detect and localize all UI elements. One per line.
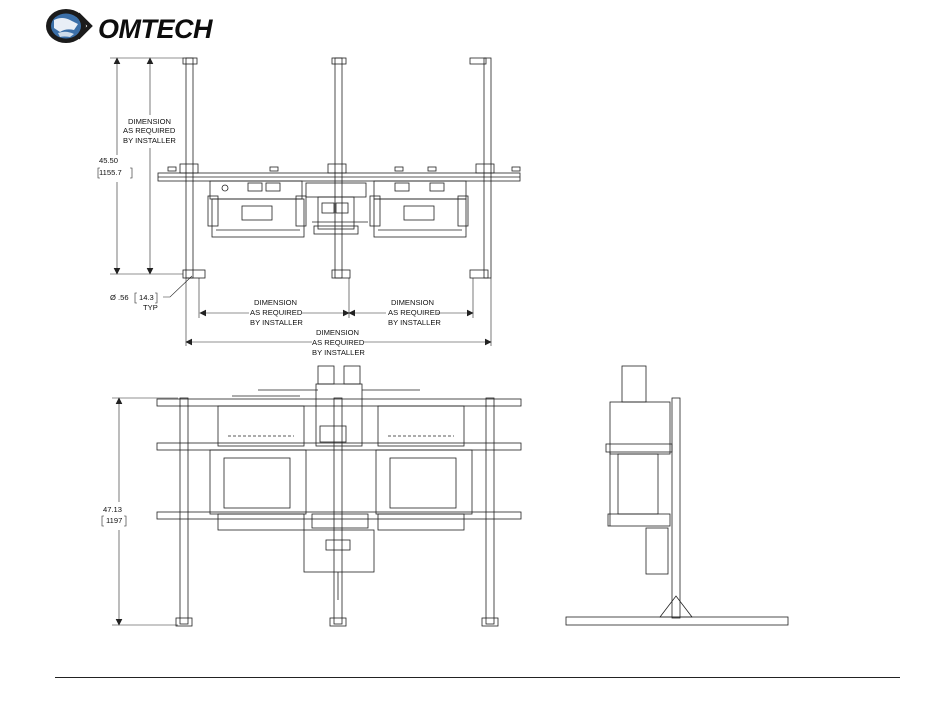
front-view-right-unit (376, 406, 472, 530)
span-right-note-line1: DIMENSION (391, 298, 434, 307)
top-view-center-assembly (306, 183, 368, 234)
hole-callout-leader (163, 276, 192, 297)
front-view-lower-box (304, 530, 374, 600)
hole-typ-note: TYP (143, 303, 158, 312)
span-left-note-line1: DIMENSION (254, 298, 297, 307)
top-height-note-line2: AS REQUIRED (123, 126, 176, 135)
top-view-right-unit (370, 181, 468, 237)
footer-rule (55, 677, 900, 678)
hole-diameter-mm: 14.3 (139, 293, 154, 302)
top-height-dimension (110, 58, 183, 274)
top-height-note-line1: DIMENSION (128, 117, 171, 126)
front-view-center-unit (258, 366, 420, 528)
front-view-rails (157, 399, 521, 519)
span-total-note-line2: AS REQUIRED (312, 338, 365, 347)
mm-brackets (98, 168, 157, 526)
span-left-note-line3: BY INSTALLER (250, 318, 303, 327)
span-total-note-line1: DIMENSION (316, 328, 359, 337)
side-view (566, 366, 788, 625)
front-height-inches: 47.13 (103, 505, 122, 514)
span-right-note-line2: AS REQUIRED (388, 308, 441, 317)
front-view-left-unit (210, 396, 306, 530)
top-height-note-line3: BY INSTALLER (123, 136, 176, 145)
top-view-left-unit (208, 181, 306, 237)
top-height-inches: 45.50 (99, 156, 118, 165)
top-height-mm: 1155.7 (99, 168, 122, 177)
span-left-note-line2: AS REQUIRED (250, 308, 303, 317)
front-view (112, 366, 521, 626)
hole-diameter: Ø .56 (110, 293, 129, 302)
top-view-beam (158, 164, 520, 181)
top-view (110, 58, 520, 346)
span-right-note-line3: BY INSTALLER (388, 318, 441, 327)
top-view-posts (183, 58, 491, 278)
span-total-note-line3: BY INSTALLER (312, 348, 365, 357)
front-height-mm: 1197 (106, 516, 122, 525)
